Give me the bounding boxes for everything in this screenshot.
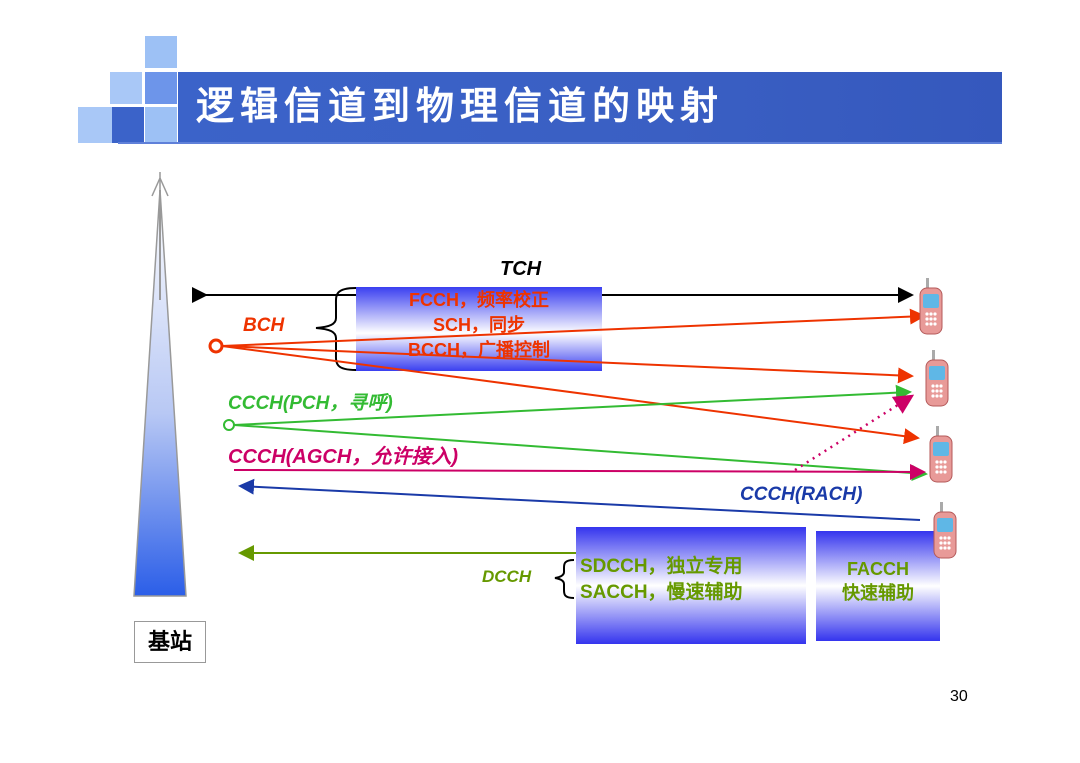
pch-arrow-2 <box>233 424 928 481</box>
facch-box <box>816 531 940 641</box>
sacch-label: SACCH，慢速辅助 <box>580 582 743 603</box>
decor-square-6 <box>145 107 177 143</box>
mobile-phone-icon <box>933 502 957 559</box>
pch-origin-dot <box>223 419 235 431</box>
mobile-phone-icon <box>919 278 943 335</box>
ccch-agch-label: CCCH(AGCH，允许接入) <box>228 446 458 468</box>
pch-arrow-1 <box>233 384 912 426</box>
mobile-phone-icon <box>925 350 949 407</box>
fcch-label: FCCH，频率校正 <box>409 290 549 310</box>
decor-square-2 <box>110 72 142 104</box>
sch-label: SCH，同步 <box>432 315 525 335</box>
dcch-group-box <box>576 527 806 644</box>
sdcch-label: SDCCH，独立专用 <box>580 556 743 577</box>
title-underline <box>118 142 1002 144</box>
facch-label: FACCH <box>847 559 909 579</box>
bch-label: BCH <box>243 315 285 336</box>
bch-arrow-1 <box>221 308 926 347</box>
antenna-tower-icon <box>133 172 187 597</box>
title-bar <box>178 72 1002 144</box>
base-station-label: 基站 <box>134 621 206 663</box>
mobile-phone-icon <box>929 426 953 483</box>
agch-arrow <box>233 463 926 480</box>
rach-dotted-link <box>794 394 915 472</box>
ccch-rach-label: CCCH(RACH) <box>740 484 863 505</box>
bch-origin-dot <box>208 338 224 354</box>
facch-desc-label: 快速辅助 <box>842 583 914 603</box>
dcch-label: DCCH <box>482 567 532 586</box>
page-title: 逻辑信道到物理信道的映射 <box>196 83 725 128</box>
decor-square-5 <box>112 107 144 143</box>
decor-square-1 <box>145 36 177 68</box>
decor-square-4 <box>78 107 112 143</box>
bcch-label: BCCH，广播控制 <box>408 340 550 360</box>
page-number: 30 <box>950 688 968 705</box>
bch-arrow-3 <box>221 345 920 445</box>
dcch-brace <box>554 559 575 599</box>
rach-arrow <box>238 478 921 521</box>
tch-label: TCH <box>500 258 542 280</box>
bch-brace <box>315 287 357 371</box>
ccch-pch-label: CCCH(PCH，寻呼) <box>228 393 393 414</box>
decor-square-3 <box>145 72 177 104</box>
bch-arrow-2 <box>221 345 914 384</box>
